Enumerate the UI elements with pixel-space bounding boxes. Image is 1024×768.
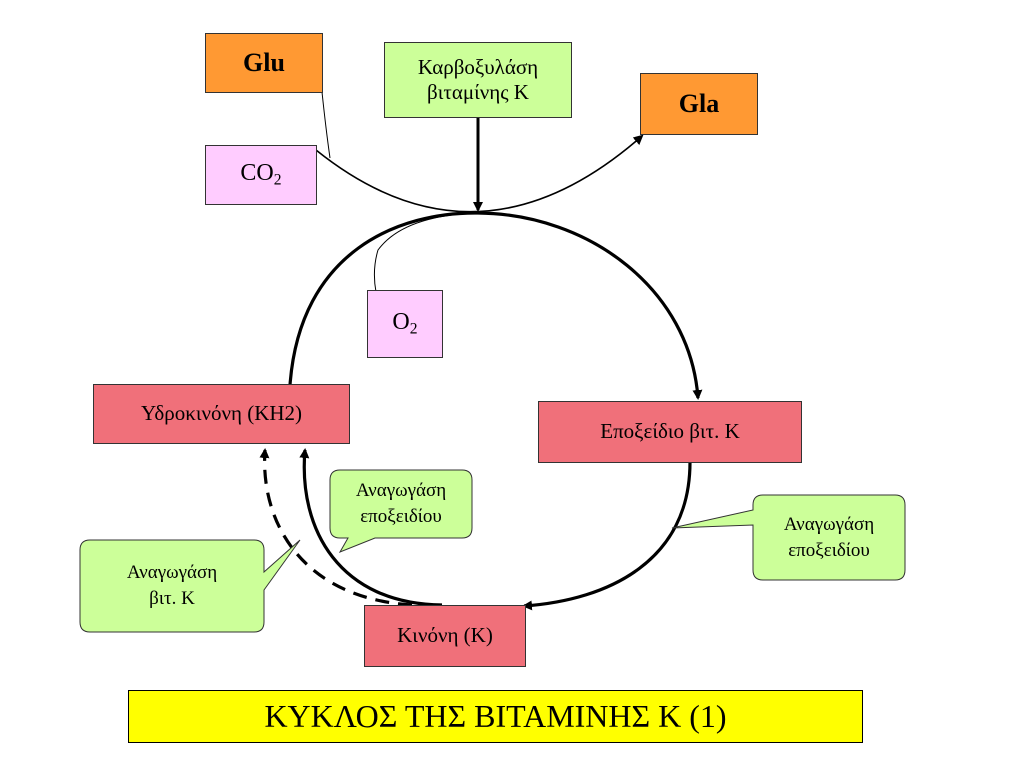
cycle-arc-top-right xyxy=(288,211,703,400)
callout-bubble-right xyxy=(671,494,906,581)
dashed-arc-quinone-to-hydroquinone xyxy=(259,448,413,607)
hydroquinone-box: Υδροκινόνη (ΚΗ2) xyxy=(93,384,350,444)
o2-connector-line xyxy=(373,213,461,293)
o2-label: O2 xyxy=(392,309,418,338)
quinone-box: Κινόνη (Κ) xyxy=(364,605,526,667)
epoxide-box: Εποξείδιο βιτ. Κ xyxy=(538,401,802,463)
gla-box: Gla xyxy=(640,73,758,135)
callout-text-right: Αναγωγάση εποξειδίου xyxy=(783,513,875,561)
co2-label: CO2 xyxy=(240,160,282,189)
carboxylase-label-line2: βιταμίνης Κ xyxy=(427,80,529,104)
page-title-text: ΚΥΚΛΟΣ ΤΗΣ ΒΙΤΑΜΙΝΗΣ Κ (1) xyxy=(264,698,727,735)
callout-text-center: Αναγωγάση εποξειδίου xyxy=(355,480,447,527)
glu-label: Glu xyxy=(243,48,285,78)
callout-bubble-left xyxy=(79,539,301,633)
callout-bubble-center xyxy=(329,469,473,553)
carboxylase-label-line1: Καρβοξυλάση xyxy=(417,54,539,79)
carboxylase-box: Καρβοξυλάση βιταμίνης Κ xyxy=(384,42,572,118)
page-title: ΚΥΚΛΟΣ ΤΗΣ ΒΙΤΑΜΙΝΗΣ Κ (1) xyxy=(128,690,863,743)
cycle-arc-epoxide-to-quinone xyxy=(522,461,692,611)
gla-label: Gla xyxy=(678,89,720,119)
quinone-label: Κινόνη (Κ) xyxy=(397,623,493,648)
hydroquinone-label: Υδροκινόνη (ΚΗ2) xyxy=(140,401,303,426)
callout-text-left: Αναγωγάση βιτ. Κ xyxy=(126,562,218,609)
glu-connector-line xyxy=(321,91,331,159)
co2-box: CO2 xyxy=(205,145,317,205)
o2-box: O2 xyxy=(367,290,443,358)
cycle-arc-quinone-to-hydroquinone xyxy=(299,448,443,607)
glu-box: Glu xyxy=(205,33,323,93)
epoxide-label: Εποξείδιο βιτ. Κ xyxy=(600,419,740,444)
